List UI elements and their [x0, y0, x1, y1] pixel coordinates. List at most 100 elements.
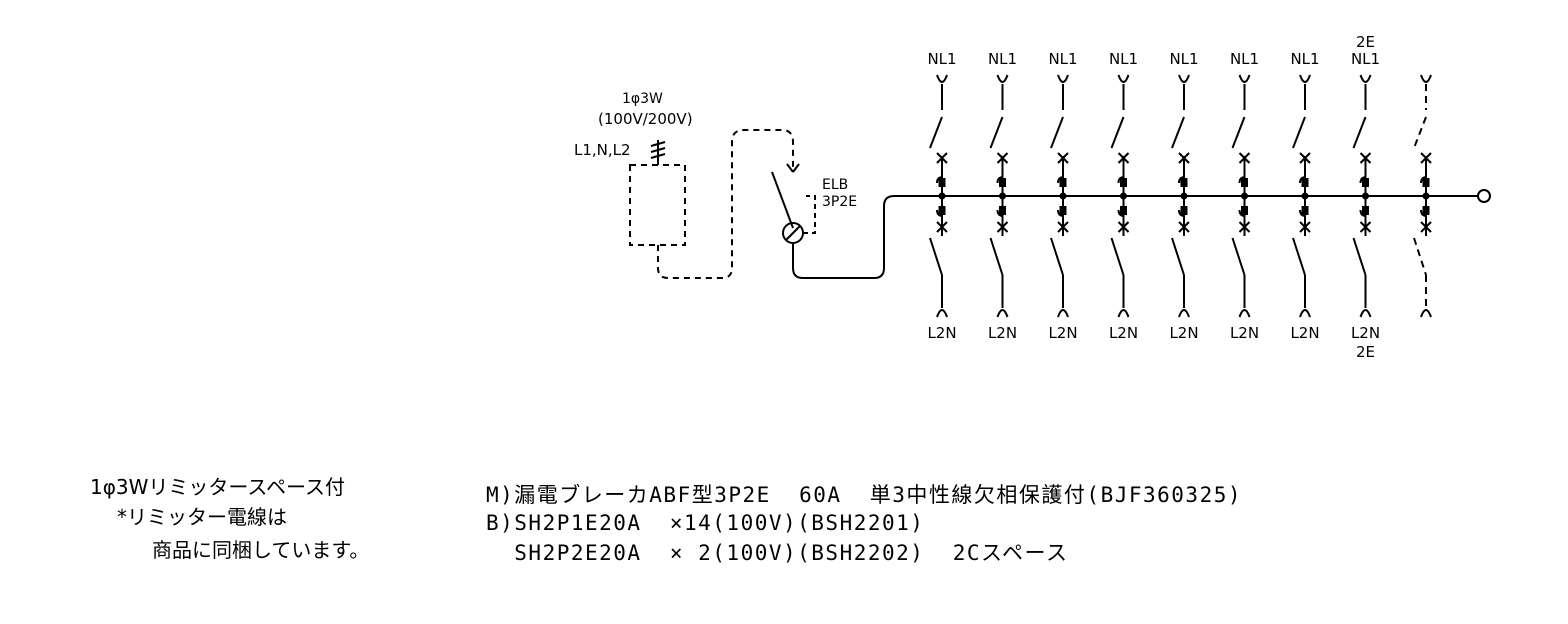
branch-bottom-label: L2N: [1290, 324, 1319, 342]
branch-top-label: NL1: [1290, 50, 1319, 68]
elb-test-circuit: [803, 195, 816, 234]
branch-busbar-node: [999, 192, 1006, 200]
branch-top-blade: [1413, 116, 1427, 149]
branch-busbar-node: [1362, 192, 1369, 200]
branch-contact-x: [936, 221, 948, 233]
branch-top-label: NL1: [988, 50, 1017, 68]
supply-tick: [650, 147, 666, 153]
branch-top-terminal: [1299, 74, 1311, 83]
branch-contact-x: [1420, 221, 1432, 233]
branch-busbar-tap: [999, 178, 1006, 187]
branch-bottom-blade: [1171, 237, 1185, 276]
branch-top-blade: [1171, 116, 1185, 149]
branch-contact-x: [996, 221, 1009, 233]
branch-top-blade: [989, 116, 1004, 149]
limiter-wire: [657, 129, 794, 279]
branch-busbar-node: [1120, 192, 1127, 200]
branch-bottom-label: L2N: [1351, 324, 1380, 342]
branch-bottom-terminal: [1117, 309, 1130, 318]
branch-busbar-tap: [938, 206, 946, 215]
branch-busbar-tap: [1241, 178, 1248, 187]
branch-top-terminal: [1057, 74, 1069, 83]
branch-top-label: NL1: [927, 50, 956, 68]
branch-bottom-extra-label: 2E: [1356, 343, 1375, 361]
branch-top-blade: [1292, 116, 1306, 149]
branch-bottom-terminal: [1299, 309, 1311, 318]
supply-voltage-label: (100V/200V): [598, 110, 693, 128]
branch-bottom-blade: [1352, 237, 1367, 276]
branch-contact-x: [1299, 221, 1311, 233]
branch-bottom-terminal: [936, 309, 948, 318]
elb-switch-blade: [771, 171, 794, 229]
branch-busbar-node: [938, 192, 946, 200]
branch-bottom-label: L2N: [988, 324, 1017, 342]
branch-busbar-tap: [1422, 178, 1430, 187]
branch-bottom-terminal: [1420, 309, 1432, 318]
main-busbar: [792, 195, 1478, 279]
branch-top-label: NL1: [1351, 50, 1380, 68]
branch-contact-x: [1117, 221, 1130, 233]
branch-bottom-terminal: [1359, 309, 1372, 318]
branch-bottom-blade: [989, 237, 1004, 276]
branch-top-blade: [1050, 116, 1064, 149]
branch-busbar-node: [1301, 192, 1309, 200]
supply-tick: [650, 141, 666, 147]
branch-busbar-tap: [1301, 206, 1309, 215]
branch-top-extra-label: 2E: [1356, 33, 1375, 51]
branch-top-terminal: [1420, 74, 1432, 83]
note-line-1: 1φ3Wリミッタースペース付: [90, 475, 346, 499]
branch-busbar-tap: [1301, 178, 1309, 187]
branch-busbar-tap: [1180, 178, 1188, 187]
branch-bottom-blade: [929, 237, 943, 276]
branch-busbar-tap: [1362, 206, 1369, 215]
branch-top-terminal: [1359, 74, 1372, 83]
branch-bottom-label: L2N: [1048, 324, 1077, 342]
branch-bottom-label: L2N: [1169, 324, 1198, 342]
elb-poles-label: 3P2E: [822, 194, 858, 210]
branch-top-label: NL1: [1109, 50, 1138, 68]
branch-busbar-tap: [1241, 206, 1248, 215]
branch-top-terminal: [1178, 74, 1190, 83]
busbar-terminal: [1477, 189, 1491, 203]
elb-name-label: ELB: [822, 177, 849, 193]
branch-busbar-tap: [999, 206, 1006, 215]
supply-tick: [650, 153, 666, 159]
elb-contact-mark: [792, 163, 800, 173]
note-line-2: *リミッター電線は: [117, 505, 287, 529]
branch-busbar-tap: [1120, 178, 1127, 187]
branch-busbar-tap: [1180, 206, 1188, 215]
branch-top-blade: [1110, 116, 1125, 149]
branch-bottom-terminal: [996, 309, 1009, 318]
branch-busbar-tap: [1362, 178, 1369, 187]
branch-contact-x: [1359, 221, 1372, 233]
branch-bottom-blade: [1413, 237, 1427, 276]
branch-bottom-blade: [1292, 237, 1306, 276]
branch-top-blade: [929, 116, 943, 149]
supply-lines-label: L1,N,L2: [574, 141, 631, 159]
branch-bottom-blade: [1050, 237, 1064, 276]
branch-top-terminal: [936, 74, 948, 83]
limiter-space-box: [629, 164, 686, 246]
branch-bottom-label: L2N: [1230, 324, 1259, 342]
branch-contact-x: [1238, 221, 1251, 233]
branch-contact-x: [1178, 221, 1190, 233]
branch-busbar-tap: [938, 178, 946, 187]
branch-bottom-terminal: [1178, 309, 1190, 318]
branch-bottom-label: L2N: [927, 324, 956, 342]
branch-contact-x: [1057, 221, 1069, 233]
supply-phase-label: 1φ3W: [622, 91, 663, 107]
branch-top-terminal: [1117, 74, 1130, 83]
branch-busbar-tap: [1120, 206, 1127, 215]
note-line-3: 商品に同梱しています。: [152, 538, 370, 562]
spec-line-3: SH2P2E20A × 2(100V)(BSH2202) 2Cスペース: [486, 541, 1069, 565]
branch-top-label: NL1: [1169, 50, 1198, 68]
branch-busbar-tap: [1422, 206, 1430, 215]
branch-top-label: NL1: [1048, 50, 1077, 68]
branch-bottom-terminal: [1238, 309, 1251, 318]
branch-busbar-tap: [1059, 206, 1067, 215]
branch-top-label: NL1: [1230, 50, 1259, 68]
branch-bottom-terminal: [1057, 309, 1069, 318]
branch-busbar-tap: [1059, 178, 1067, 187]
elb-trip-mark: [785, 225, 801, 241]
